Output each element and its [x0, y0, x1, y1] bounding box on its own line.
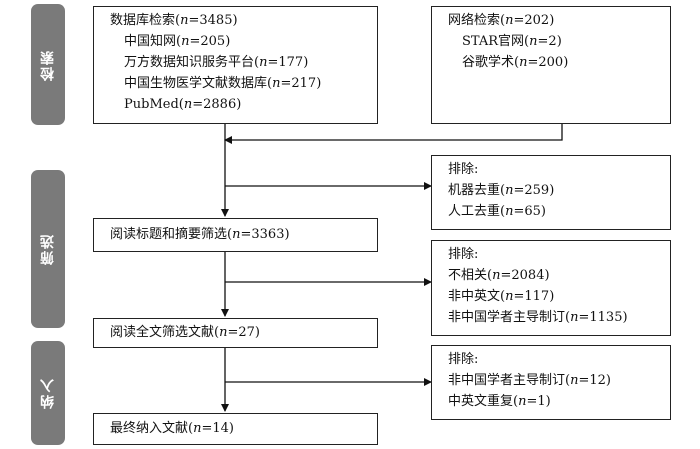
exclusion-item: 中英文重复(n=1)	[448, 394, 551, 409]
phase-search: 检索	[31, 4, 65, 125]
web-item: STAR官网(n=2)	[462, 34, 562, 49]
exclusion-item: 非中国学者主导制订(n=12)	[448, 373, 611, 388]
exclusion-box-screening: 排除: 不相关(n=2084) 非中英文(n=117) 非中国学者主导制订(n=…	[431, 240, 671, 336]
web-item: 谷歌学术(n=200)	[462, 55, 569, 70]
final-included-box: 最终纳入文献(n=14)	[93, 413, 378, 445]
database-search-box: 数据库检索(n=3485) 中国知网(n=205) 万方数据知识服务平台(n=1…	[93, 6, 378, 124]
database-item: PubMed(n=2886)	[124, 97, 242, 112]
exclusion-box-duplicates: 排除: 机器去重(n=259) 人工去重(n=65)	[431, 155, 671, 230]
exclusion-title: 排除:	[448, 352, 479, 367]
exclusion-item: 人工去重(n=65)	[448, 204, 546, 219]
web-search-title: 网络检索(n=202)	[448, 13, 555, 28]
screening-label: 阅读标题和摘要筛选(n=3363)	[110, 227, 290, 242]
title-abstract-screening-box: 阅读标题和摘要筛选(n=3363)	[93, 218, 378, 252]
database-item: 万方数据知识服务平台(n=177)	[124, 55, 309, 70]
exclusion-item: 不相关(n=2084)	[448, 268, 550, 283]
arrow-web-to-main	[224, 124, 563, 144]
web-search-box: 网络检索(n=202) STAR官网(n=2) 谷歌学术(n=200)	[431, 6, 671, 124]
database-search-title: 数据库检索(n=3485)	[110, 13, 238, 28]
exclusion-title: 排除:	[448, 162, 479, 177]
phase-include-label: 纳入	[40, 377, 56, 409]
phase-search-label: 检索	[40, 48, 56, 81]
exclusion-title: 排除:	[448, 247, 479, 262]
full-text-screening-box: 阅读全文筛选文献(n=27)	[93, 318, 378, 348]
exclusion-item: 机器去重(n=259)	[448, 183, 555, 198]
exclusion-box-full-text: 排除: 非中国学者主导制订(n=12) 中英文重复(n=1)	[431, 345, 671, 420]
exclusion-item: 非中国学者主导制订(n=1135)	[448, 310, 628, 325]
phase-include: 纳入	[31, 341, 65, 445]
exclusion-item: 非中英文(n=117)	[448, 289, 555, 304]
full-text-label: 阅读全文筛选文献(n=27)	[110, 325, 260, 340]
final-included-label: 最终纳入文献(n=14)	[110, 421, 234, 436]
database-item: 中国知网(n=205)	[124, 34, 231, 49]
phase-screen-label: 筛选	[40, 233, 56, 265]
database-item: 中国生物医学文献数据库(n=217)	[124, 76, 322, 91]
phase-screen: 筛选	[31, 170, 65, 328]
